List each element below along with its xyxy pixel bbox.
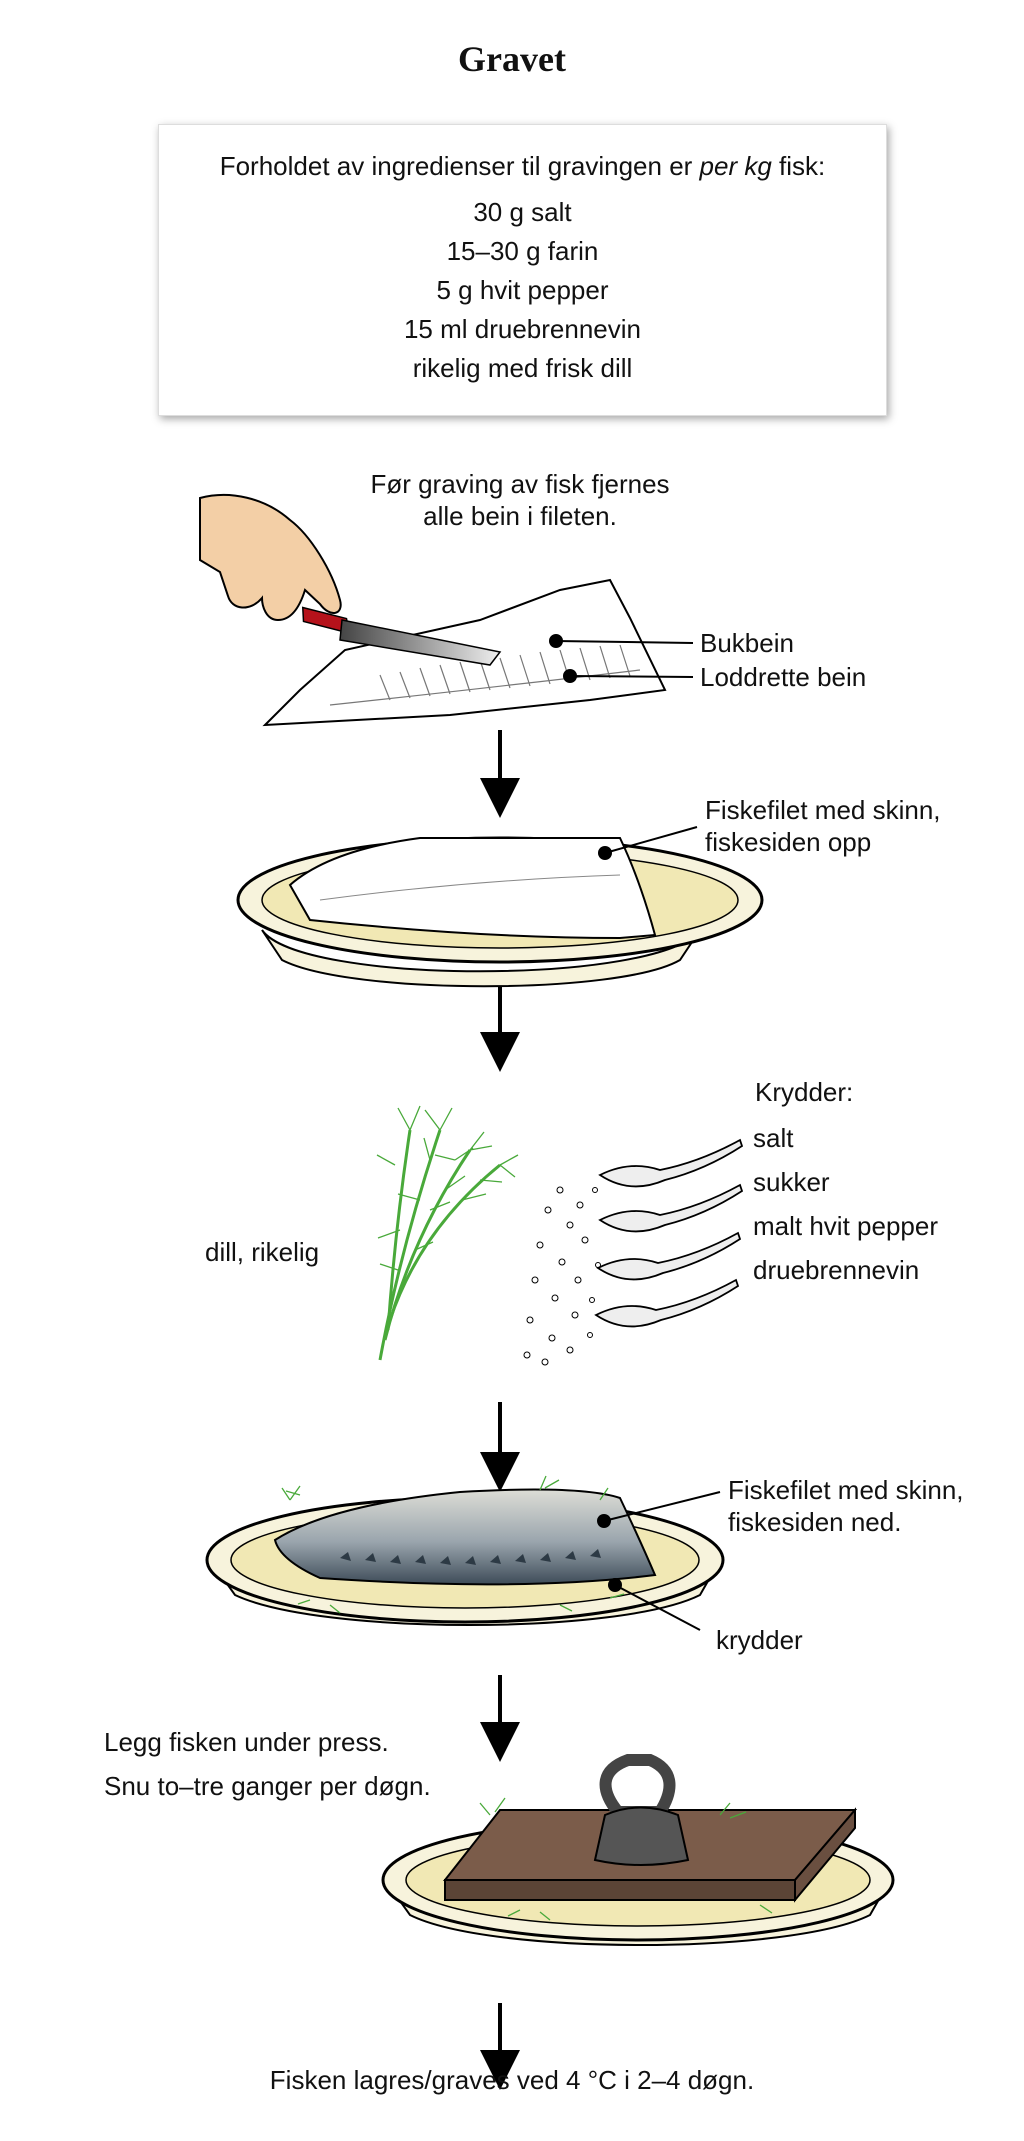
dill-garnish-press — [479, 1797, 773, 1921]
label-spice: druebrennevin — [753, 1255, 920, 1285]
spice-leader — [614, 1584, 701, 1631]
label-fillet-flesh-up: Fiskefilet med skinn, fiskesiden opp — [705, 794, 941, 858]
press-weight — [593, 1754, 690, 1866]
ingredient-item: 15 ml druebrennevin — [403, 314, 642, 344]
label-vertical-bones: Loddrette bein — [700, 662, 867, 692]
intro-text: Forholdet av ingredienser til gravingen … — [219, 151, 700, 181]
ingredient-ratio-box: Forholdet av ingredienser til gravingen … — [158, 124, 887, 416]
ingredient-item: 30 g salt — [473, 197, 572, 227]
fillet-down-leader — [603, 1491, 721, 1522]
knife — [301, 606, 502, 666]
fillet-up-line: Fiskefilet med skinn, — [705, 795, 941, 825]
dill-sprig — [376, 1105, 519, 1361]
fillet-up-line: fiskesiden opp — [705, 827, 872, 857]
label-press-line2: Snu to–tre ganger per døgn. — [104, 1771, 431, 1801]
label-belly-bones: Bukbein — [700, 628, 794, 658]
final-caption: Fisken lagres/graves ved 4 °C i 2–4 døgn… — [269, 2065, 755, 2095]
ingredient-item: 5 g hvit pepper — [436, 275, 609, 305]
ingredient-intro: Forholdet av ingredienser til gravingen … — [159, 151, 886, 182]
intro-suffix: fisk: — [771, 151, 826, 181]
label-spice: malt hvit pepper — [753, 1211, 938, 1241]
spice-speckles — [523, 1186, 601, 1366]
ingredient-item: rikelig med frisk dill — [412, 353, 633, 383]
step1-caption-line: Før graving av fisk fjernes — [370, 469, 670, 499]
label-spice: sukker — [753, 1167, 830, 1197]
vertical-bone-leader — [569, 675, 694, 678]
hand-knife-illustration — [199, 493, 342, 622]
fillet-skin-up — [273, 1488, 657, 1586]
belly-bone-leader — [555, 640, 694, 644]
dill-garnish — [281, 1475, 625, 1614]
fillet-up-leader — [604, 826, 698, 854]
label-spice: salt — [753, 1123, 794, 1153]
label-spices-layer: krydder — [716, 1625, 803, 1655]
measuring-spoons — [594, 1138, 744, 1328]
ingredient-list: 30 g salt 15–30 g farin 5 g hvit pepper … — [159, 193, 886, 388]
label-fillet-skin-up: Fiskefilet med skinn, fiskesiden ned. — [728, 1474, 964, 1538]
fillet-down-line: Fiskefilet med skinn, — [728, 1475, 964, 1505]
fillet-down-line: fiskesiden ned. — [728, 1507, 902, 1537]
label-spices-title: Krydder: — [755, 1077, 854, 1107]
label-press-line1: Legg fisken under press. — [104, 1727, 389, 1757]
intro-emphasis: per kg — [699, 151, 772, 181]
step1-caption: Før graving av fisk fjernes alle bein i … — [310, 468, 730, 532]
label-dill: dill, rikelig — [205, 1237, 320, 1267]
page-title: Gravet — [458, 39, 566, 79]
step1-caption-line: alle bein i fileten. — [423, 501, 617, 531]
ingredient-item: 15–30 g farin — [446, 236, 599, 266]
fillet-flesh-up — [288, 837, 657, 940]
